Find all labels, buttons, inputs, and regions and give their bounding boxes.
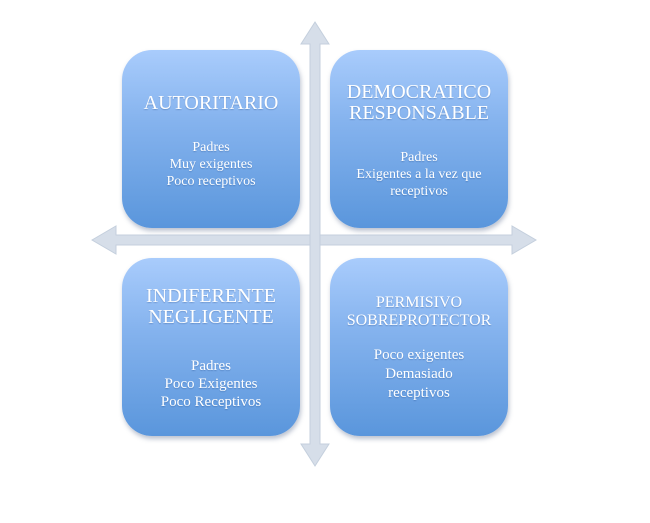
quadrant-democratico: DEMOCRATICO RESPONSABLE Padres Exigentes…: [330, 50, 508, 228]
quadrant-title: DEMOCRATICO RESPONSABLE: [346, 81, 492, 124]
quadrant-indiferente: INDIFERENTE NEGLIGENTE Padres Poco Exige…: [122, 258, 300, 436]
quadrant-description: Padres Exigentes a la vez que receptivos: [356, 150, 482, 199]
vertical-axis-arrow: [300, 21, 330, 467]
quadrant-permisivo: PERMISIVO SOBREPROTECTOR Poco exigentes …: [330, 258, 508, 436]
quadrant-title: INDIFERENTE NEGLIGENTE: [146, 285, 276, 328]
quadrant-description: Padres Poco Exigentes Poco Receptivos: [160, 358, 262, 410]
quadrant-title: AUTORITARIO: [143, 92, 279, 114]
quadrant-description: Padres Muy exigentes Poco receptivos: [166, 140, 256, 189]
quadrant-autoritario: AUTORITARIO Padres Muy exigentes Poco re…: [122, 50, 300, 228]
quadrant-description: Poco exigentes Demasiado receptivos: [373, 347, 465, 401]
quadrant-title: PERMISIVO SOBREPROTECTOR: [346, 294, 492, 329]
